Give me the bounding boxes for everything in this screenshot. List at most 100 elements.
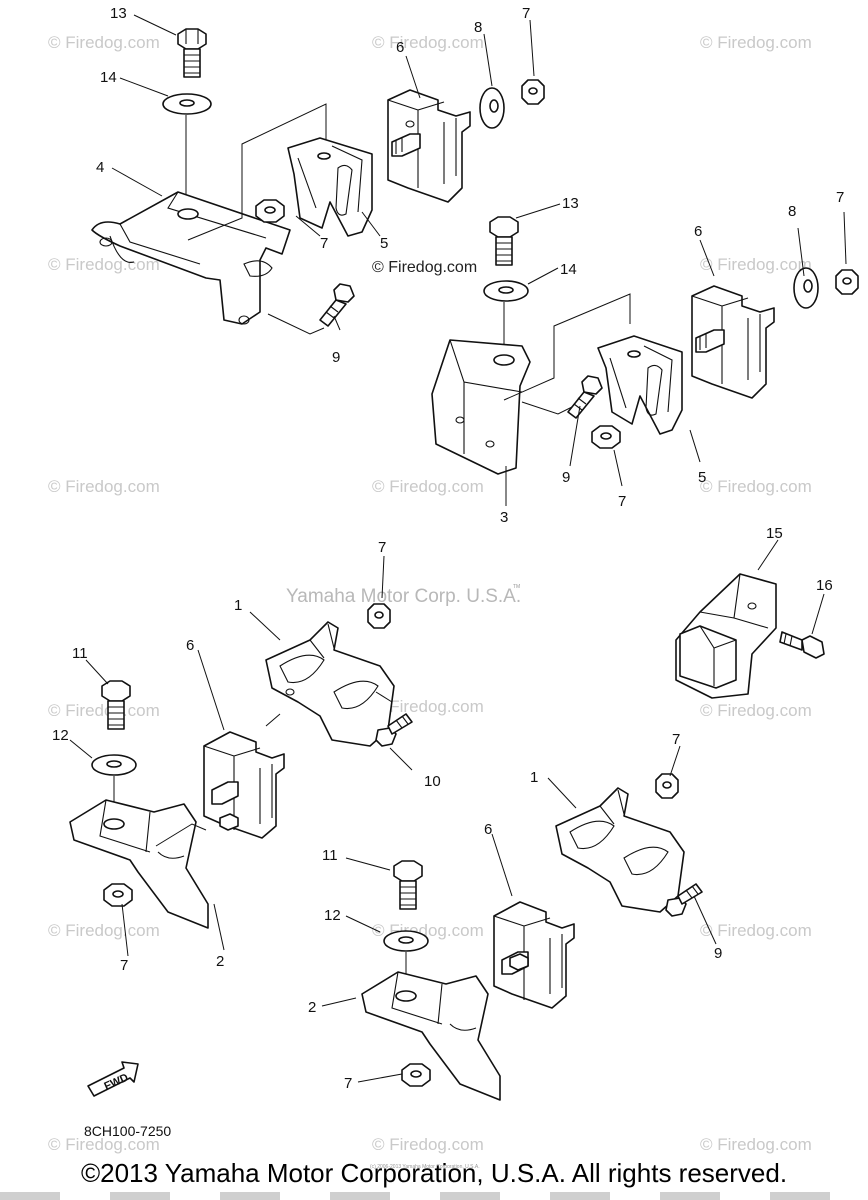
copyright-footer: ©2013 Yamaha Motor Corporation, U.S.A. A… [80,1158,788,1188]
bolt-9-right [567,375,603,419]
watermark: © Firedog.com [700,701,812,720]
watermark: © Firedog.com [700,33,812,52]
label-15: 15 [766,525,783,542]
label-7: 7 [522,5,530,22]
part-number-labels: 13 14 4 6 8 7 5 7 9 13 14 6 8 7 5 7 9 3 … [52,5,844,1092]
small-print: (c) 2006-2013 Yamaha Motor Corporation, … [370,1164,480,1170]
leader-lines [69,14,847,1083]
label-7: 7 [836,189,844,206]
label-6: 6 [186,637,194,654]
watermark: © Firedog.com [700,1135,812,1154]
label-2: 2 [216,953,224,970]
washer-12-right [383,930,429,952]
bracket-15 [675,573,777,699]
label-12: 12 [52,727,69,744]
label-13: 13 [110,5,127,22]
label-14: 14 [100,69,117,86]
nut-7-right [835,269,859,295]
label-1: 1 [530,769,538,786]
label-16: 16 [816,577,833,594]
watermark: © Firedog.com [700,255,812,274]
trademark-mark: TM [513,584,520,590]
watermark: © Firedog.com [700,477,812,496]
nut-7-bottom [401,1063,431,1087]
nut-7-left-bottom [103,883,133,907]
mount-5-top [287,137,373,237]
washer-8-top [479,87,505,129]
fwd-label: FWD [102,1072,130,1093]
bolt-10 [375,713,413,747]
nut-7-bottom-right [655,773,679,799]
mount-1-mid [265,621,395,747]
label-9: 9 [332,349,340,366]
label-7: 7 [618,493,626,510]
watermark: © Firedog.com [48,921,160,940]
bolt-11-right [393,860,423,910]
diagram-code: 8CH100-7250 [84,1123,171,1139]
label-11: 11 [322,847,338,864]
bolt-9-bottom [665,883,703,917]
label-7: 7 [120,957,128,974]
nut-7-right-lower [591,425,621,449]
watermark-layer: © Firedog.com © Firedog.com © Firedog.co… [48,33,812,1154]
label-7: 7 [344,1075,352,1092]
watermark: © Firedog.com [48,477,160,496]
nut-7-mid [367,603,391,629]
corp-watermark: Yamaha Motor Corp. U.S.A. [286,586,521,607]
bolt-13-right [489,216,519,266]
label-8: 8 [788,203,796,220]
label-6: 6 [694,223,702,240]
label-4: 4 [96,159,104,176]
label-14: 14 [560,261,577,278]
bracket-2-left [69,799,209,929]
watermark-center: © Firedog.com [372,259,477,276]
washer-8-right [793,267,819,309]
damper-6-right [691,285,775,399]
label-7: 7 [672,731,680,748]
label-6: 6 [484,821,492,838]
watermark: © Firedog.com [372,33,484,52]
watermark: © Firedog.com [372,477,484,496]
bracket-2-right [361,971,501,1101]
watermark: © Firedog.com [372,697,484,716]
watermark: © Firedog.com [48,1135,160,1154]
bolt-9-top-left [319,283,355,327]
bolt-13-top [177,28,207,78]
label-9: 9 [562,469,570,486]
label-6: 6 [396,39,404,56]
label-11: 11 [72,645,88,662]
label-5: 5 [380,235,388,252]
bolt-11-left [101,680,131,730]
nut-7-top-right [521,79,545,105]
nut-7-top-left [255,199,285,223]
washer-14-top [162,93,212,115]
watermark: © Firedog.com [48,255,160,274]
label-8: 8 [474,19,482,36]
watermark: © Firedog.com [700,921,812,940]
mount-5-right [597,335,683,435]
mount-1-bottom [555,787,685,913]
bracket-4 [91,191,291,325]
watermark: © Firedog.com [372,1135,484,1154]
label-12: 12 [324,907,341,924]
fwd-arrow-icon: FWD [87,1061,139,1097]
damper-6-bottom [493,901,575,1009]
label-3: 3 [500,509,508,526]
label-2: 2 [308,999,316,1016]
watermark: © Firedog.com [48,33,160,52]
watermark: © Firedog.com [48,701,160,720]
label-1: 1 [234,597,242,614]
label-13: 13 [562,195,579,212]
label-5: 5 [698,469,706,486]
bolt-16 [779,631,825,659]
damper-6-mid-left [203,731,285,839]
label-9: 9 [714,945,722,962]
label-10: 10 [424,773,441,790]
washer-12-left [91,754,137,776]
damper-6-top [387,89,471,203]
washer-14-right [483,280,529,302]
label-7: 7 [320,235,328,252]
bracket-3 [431,339,531,475]
